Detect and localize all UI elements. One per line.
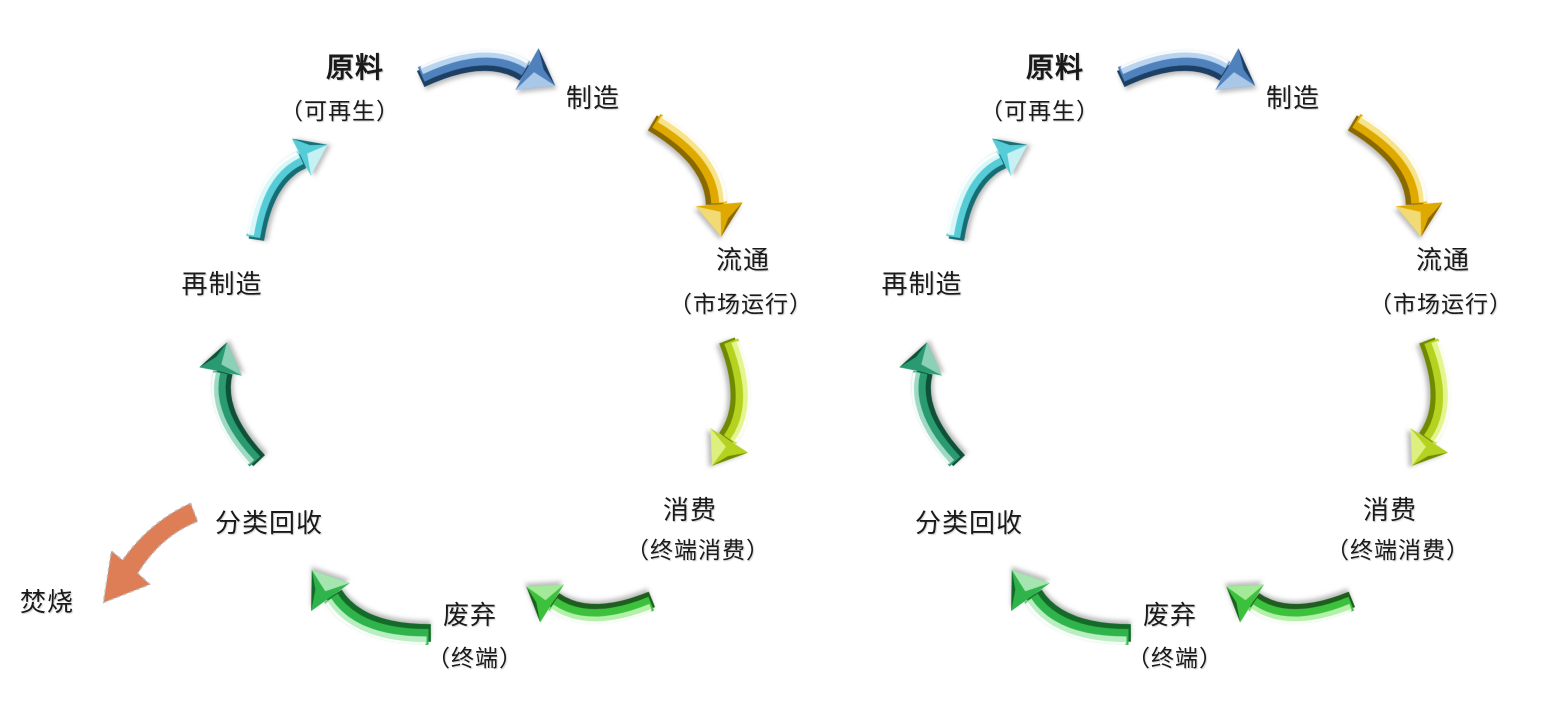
node-label-recycling: 分类回收 bbox=[214, 509, 324, 538]
node-label-manufacture: 制造 bbox=[565, 84, 621, 113]
node-label-remanufacture: 再制造 bbox=[881, 270, 963, 299]
node-sub-consumption: （终端消费） bbox=[1326, 538, 1470, 563]
arrow-manufacture-to-circulation bbox=[649, 100, 754, 243]
arrow-raw-to-manufacture bbox=[418, 34, 561, 96]
arrow-consumption-to-disposal bbox=[519, 577, 655, 641]
node-label-remanufacture: 再制造 bbox=[181, 270, 263, 299]
node-label-circulation: 流通 bbox=[715, 246, 771, 275]
node-label-raw-material: 原料 bbox=[1025, 53, 1085, 84]
node-sub-raw-material: （可再生） bbox=[280, 99, 400, 124]
node-label-raw-material: 原料 bbox=[325, 53, 385, 84]
node-label-manufacture: 制造 bbox=[1265, 84, 1321, 113]
arrow-consumption-to-disposal bbox=[1219, 577, 1355, 641]
arrow-circulation-to-consumption bbox=[1402, 337, 1469, 474]
node-label-consumption: 消费 bbox=[662, 496, 718, 525]
node-sub-disposal: （终端） bbox=[1127, 646, 1223, 671]
node-sub-circulation: （市场运行） bbox=[1369, 292, 1513, 317]
node-sub-raw-material: （可再生） bbox=[980, 99, 1100, 124]
arrow-recycling-to-remanufacture bbox=[893, 339, 962, 472]
arrow-recycling-to-remanufacture bbox=[193, 339, 262, 472]
node-sub-consumption: （终端消费） bbox=[626, 538, 770, 563]
node-label-disposal: 废弃 bbox=[442, 601, 498, 630]
node-label-consumption: 消费 bbox=[1362, 496, 1418, 525]
arrow-raw-to-manufacture bbox=[1118, 34, 1261, 96]
arrow-circulation-to-consumption bbox=[702, 337, 769, 474]
node-label-disposal: 废弃 bbox=[1142, 601, 1198, 630]
arrow-manufacture-to-circulation bbox=[1349, 100, 1454, 243]
arrow-recycling-to-incineration bbox=[102, 502, 199, 604]
node-sub-disposal: （终端） bbox=[427, 646, 523, 671]
node-label-circulation: 流通 bbox=[1415, 246, 1471, 275]
node-label-recycling: 分类回收 bbox=[914, 509, 1024, 538]
node-label-incineration: 焚烧 bbox=[19, 588, 75, 617]
arrow-remanufacture-to-raw bbox=[925, 123, 1035, 243]
arrow-remanufacture-to-raw bbox=[225, 123, 335, 243]
node-sub-circulation: （市场运行） bbox=[669, 292, 813, 317]
